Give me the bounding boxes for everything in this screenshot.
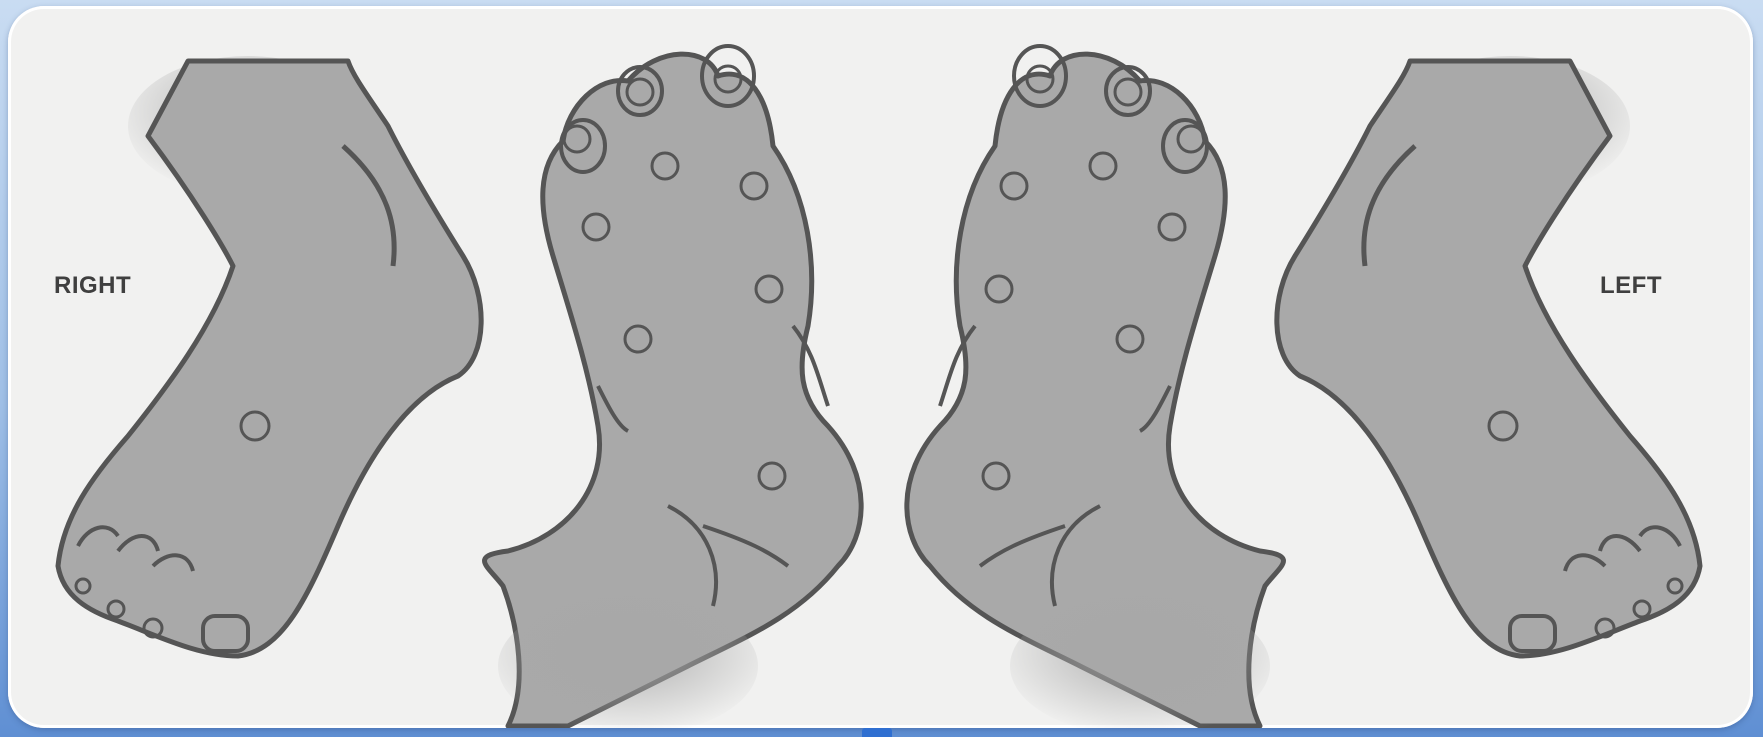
left-foot-plantar	[907, 46, 1284, 728]
right-foot-dorsal	[58, 56, 481, 656]
right-dorsal-outline	[58, 61, 481, 656]
slide-edge-mark	[862, 728, 892, 737]
foot-diagram	[8, 6, 1753, 728]
right-label: RIGHT	[54, 272, 131, 300]
right-foot-plantar	[485, 46, 862, 728]
left-label: LEFT	[1600, 272, 1662, 300]
left-dorsal-outline	[1277, 61, 1700, 656]
diagram-frame: RIGHT LEFT	[8, 6, 1753, 728]
left-foot-dorsal	[1277, 56, 1700, 656]
